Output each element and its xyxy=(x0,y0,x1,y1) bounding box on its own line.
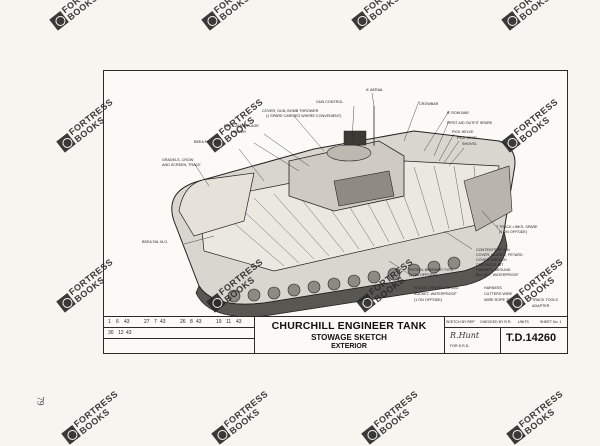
revision-date: 26 xyxy=(180,319,186,325)
label-cover-muzzle: COVER, MUZZLE, PETARD xyxy=(476,253,523,257)
drawing-sheet: A' AERIAL GUN CONTROL COVER, GUN, BOMB T… xyxy=(103,70,568,354)
revision-date: 27 xyxy=(144,319,150,325)
revision-date: 43 xyxy=(124,319,130,325)
label-flags: FLAGS, DISTINGUISHING xyxy=(414,286,459,290)
revision-date: 11 xyxy=(226,319,232,325)
revision-date: 19 xyxy=(216,319,222,325)
revision-date: 43 xyxy=(126,330,132,336)
label-beea-fal-mg: BEEA FAL M.G. xyxy=(142,240,168,244)
revision-date: 6 xyxy=(116,319,119,325)
revision-date: 12 xyxy=(118,330,124,336)
revision-date: 30 xyxy=(108,330,114,336)
label-screen-track: AND SCREEN, TRACK xyxy=(162,163,201,167)
units-label: UNITS xyxy=(518,320,529,324)
sketch-by-label: SKETCH BY REP xyxy=(446,320,475,324)
drawing-title: CHURCHILL ENGINEER TANK xyxy=(271,320,427,332)
drawing-subtitle: STOWAGE SKETCH xyxy=(311,333,387,342)
signature-sub: FOR D.R.D. xyxy=(450,344,470,348)
title-block: 1 6 43 27 7 43 26 8 43 19 11 43 30 12 43… xyxy=(104,316,567,354)
label-harness: HARNESS xyxy=(484,286,502,290)
revision-date: 1 xyxy=(108,319,111,325)
label-contents-of-bin: CONTENTS OF BIN xyxy=(476,248,510,252)
label-hammer: HAMMER, BROUND xyxy=(476,268,511,272)
sheet-label: SHEET No. 1 xyxy=(540,320,562,324)
label-heaver: HEAVER xyxy=(231,130,246,134)
label-on-offside-1: (1 ON OFFSIDE) xyxy=(499,230,527,234)
revision-date: 43 xyxy=(196,319,202,325)
checked-by-label: CHECKED BY R.R. xyxy=(480,320,512,324)
label-on-offside-3: (1 ON OFFSIDE) xyxy=(414,298,442,302)
drawing-meta: SKETCH BY REP CHECKED BY R.R. UNITS SHEE… xyxy=(444,317,567,354)
label-cutters-wire: CUTTERS WIRE xyxy=(484,292,513,296)
revision-date: 8 xyxy=(190,319,193,325)
label-cover-breech: COVER, BREECH xyxy=(476,258,507,262)
label-track-links: T TRACK LINKS, SPARE xyxy=(496,225,538,229)
label-crowbar: CROWBAR xyxy=(419,102,439,106)
label-aerial: A' AERIAL xyxy=(366,88,383,92)
drawing-number: T.D.14260 xyxy=(506,332,557,344)
tank-stowage-illustration: A' AERIAL GUN CONTROL COVER, GUN, BOMB T… xyxy=(142,88,558,316)
label-track-tools: TRACK TOOLS xyxy=(532,298,558,302)
label-petrol-breemer: PETROL BREEMER TYPE xyxy=(409,268,454,272)
label-cover-gun: COVER, GUN, BOMB THROWER xyxy=(262,109,319,113)
signature: R.Hunt xyxy=(450,331,480,340)
label-gradels: GRADELS, CROW xyxy=(162,158,194,162)
revision-grid: 1 6 43 27 7 43 26 8 43 19 11 43 30 12 43 xyxy=(104,317,255,354)
drawing-view: EXTERIOR xyxy=(331,343,367,350)
label-gun-control: GUN CONTROL xyxy=(316,100,343,104)
label-b-row-bar: B' ROW BAR xyxy=(447,111,469,115)
drawing-title-box: CHURCHILL ENGINEER TANK STOWAGE SKETCH E… xyxy=(254,317,445,354)
label-adapter: ADAPTER xyxy=(532,304,550,308)
label-wire-rope: WIRE ROPE TOW xyxy=(484,298,515,302)
revision-date: 7 xyxy=(154,319,157,325)
label-net-camouflage: NET, CAMOUFLAGE xyxy=(224,124,259,128)
label-bucket-waterproof: BUCKET, WATERPROOF xyxy=(476,273,519,277)
label-first-aid: FIRST AID OUTFIT SPARE xyxy=(447,121,493,125)
label-pick-head: PICK HEAD xyxy=(457,136,477,140)
page-number: 79 xyxy=(35,396,46,406)
label-spare-carried: (1 SPARE CARRIED WHERE CONVENIENT) xyxy=(266,114,341,118)
label-bucket-waterproof-2: BUCKET, WATERPROOF xyxy=(414,292,457,296)
label-creosote-kit: CREOSOTE KIT xyxy=(476,263,504,267)
revision-date: 43 xyxy=(236,319,242,325)
label-pick-helve: PICK HELVE xyxy=(452,130,474,134)
revision-date: 43 xyxy=(160,319,166,325)
label-shovel: SHOVEL xyxy=(462,142,477,146)
label-on-offside-2: (1 ON OFFSIDE) xyxy=(409,273,437,277)
